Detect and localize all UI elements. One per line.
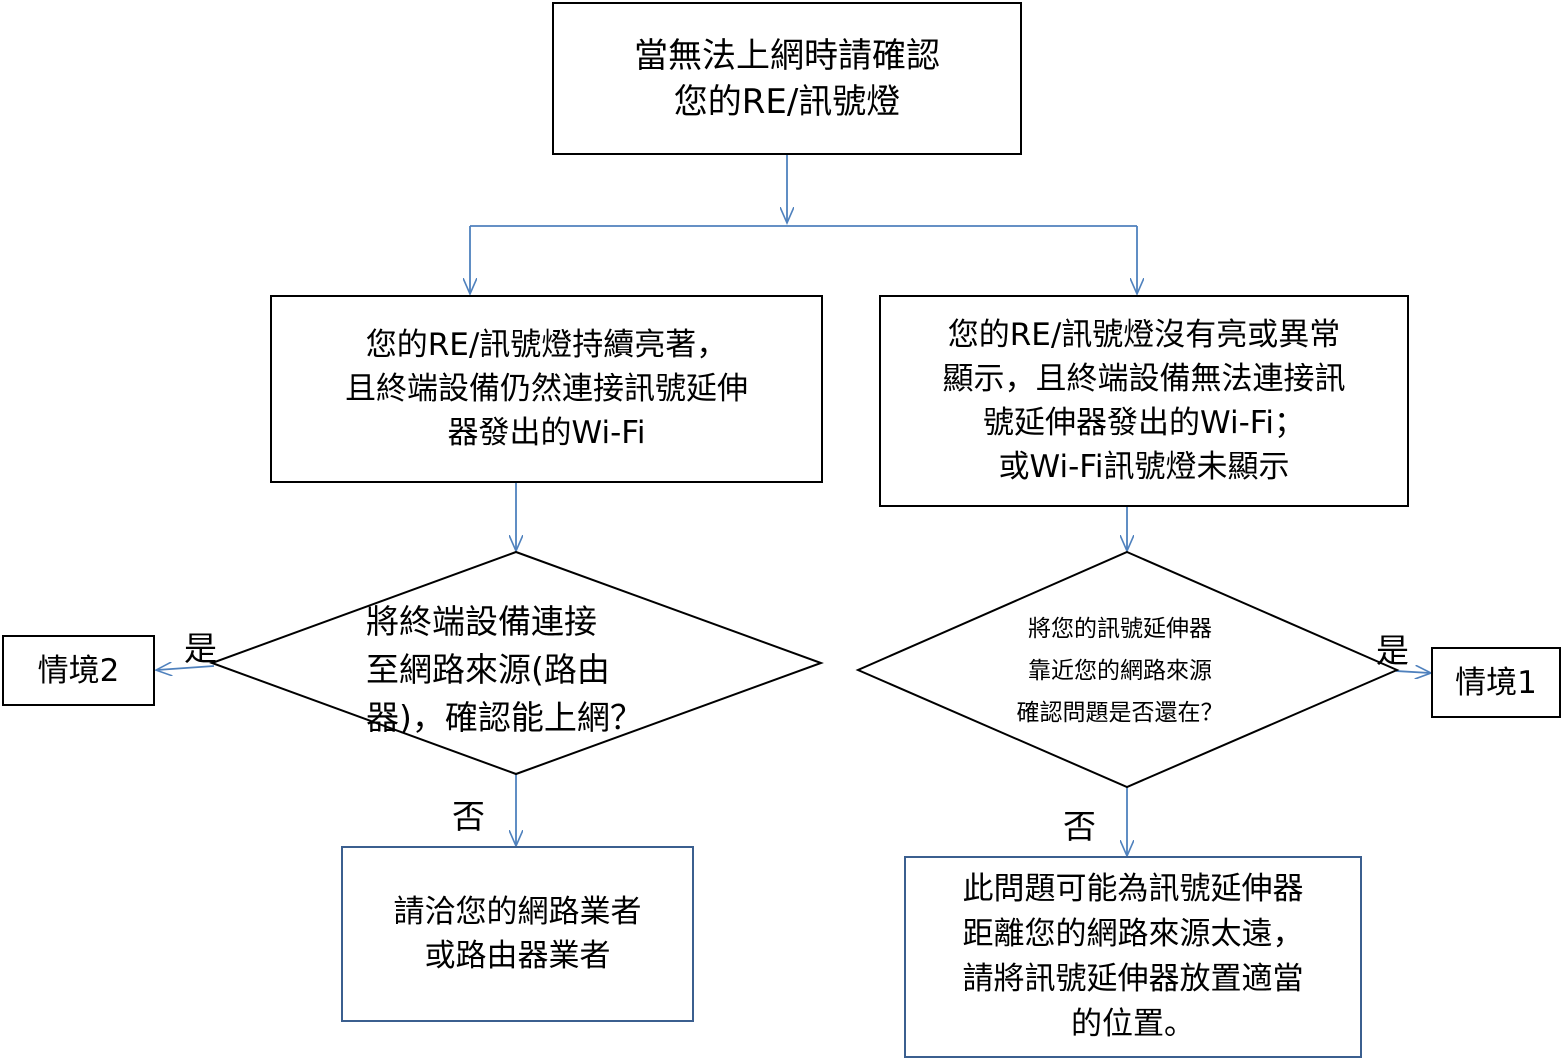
right-branch-text: 您的RE/訊號燈沒有亮或異常 顯示，且終端設備無法連接訊 號延伸器發出的Wi-F…	[942, 317, 1346, 485]
right-decision-text: 將您的訊號延伸器 靠近您的網路來源 確認問題是否還在？	[1016, 616, 1224, 726]
arrow-left-yes-to-scenario-2	[157, 666, 215, 670]
right-decision-diamond	[855, 550, 1400, 789]
scenario-2-box: 情境2	[2, 635, 155, 706]
right-result-text: 此問題可能為訊號延伸器 距離您的網路來源太遠， 請將訊號延伸器放置適當 的位置。	[962, 871, 1304, 1042]
scenario-2-text: 情境2	[37, 652, 120, 689]
start-box: 當無法上網時請確認 您的RE/訊號燈	[552, 2, 1022, 155]
left-decision-diamond	[209, 550, 824, 776]
start-box-text: 當無法上網時請確認 您的RE/訊號燈	[634, 35, 940, 122]
right-no-label: 否	[1063, 807, 1096, 846]
right-result-box: 此問題可能為訊號延伸器 距離您的網路來源太遠， 請將訊號延伸器放置適當 的位置。	[904, 856, 1362, 1058]
left-decision-text: 將終端設備連接 至網路來源(路由 器)，確認能上網？	[366, 602, 643, 737]
left-yes-label: 是	[184, 629, 217, 668]
left-branch-text: 您的RE/訊號燈持續亮著， 且終端設備仍然連接訊號延伸 器發出的Wi-Fi	[345, 327, 748, 451]
left-no-label: 否	[452, 797, 485, 836]
connectors	[157, 154, 1430, 855]
right-branch-box: 您的RE/訊號燈沒有亮或異常 顯示，且終端設備無法連接訊 號延伸器發出的Wi-F…	[879, 295, 1409, 507]
left-branch-box: 您的RE/訊號燈持續亮著， 且終端設備仍然連接訊號延伸 器發出的Wi-Fi	[270, 295, 823, 483]
left-result-box: 請洽您的網路業者 或路由器業者	[341, 846, 694, 1022]
scenario-1-text: 情境1	[1455, 664, 1537, 701]
arrow-right-yes-to-scenario-1	[1395, 671, 1430, 673]
right-yes-label: 是	[1376, 631, 1409, 670]
scenario-1-box: 情境1	[1431, 647, 1561, 718]
left-result-text: 請洽您的網路業者 或路由器業者	[393, 894, 642, 974]
